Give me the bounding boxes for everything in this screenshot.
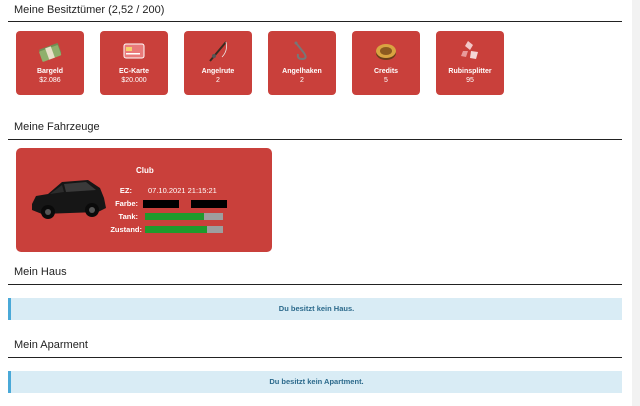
- item-fish-hook[interactable]: Angelhaken 2: [268, 31, 336, 95]
- item-label: Rubinsplitter: [448, 68, 492, 75]
- car-icon: [32, 180, 106, 219]
- ec-card-icon: [123, 43, 145, 59]
- item-value: 2: [300, 77, 304, 84]
- color-label: Farbe:: [115, 199, 138, 208]
- vehicles-divider: [8, 139, 622, 140]
- possessions-divider: [8, 21, 622, 22]
- color-swatch-primary: [143, 200, 179, 208]
- item-label: Bargeld: [36, 68, 64, 75]
- color-swatch-secondary: [191, 200, 227, 208]
- page-scrollbar[interactable]: [632, 0, 640, 406]
- cash-icon: [39, 43, 62, 62]
- item-credits[interactable]: Credits 5: [352, 31, 420, 95]
- item-label: EC-Karte: [119, 68, 149, 75]
- item-label: Credits: [373, 68, 399, 75]
- item-value: $20.000: [121, 77, 147, 84]
- condition-label: Zustand:: [110, 225, 142, 234]
- item-value: 95: [466, 77, 474, 84]
- vehicle-name: Club: [136, 166, 154, 175]
- item-label: Angelrute: [201, 68, 235, 75]
- fish-hook-icon: [294, 41, 307, 61]
- item-ec-card[interactable]: EC-Karte $20.000: [100, 31, 168, 95]
- item-value: 2: [216, 77, 220, 84]
- tank-bar-fill: [145, 213, 204, 220]
- fishing-rod-icon: [209, 41, 227, 62]
- house-divider: [8, 284, 622, 285]
- tank-bar: [145, 213, 223, 220]
- apartment-title: Mein Aparment: [14, 339, 88, 351]
- item-fishing-rod[interactable]: Angelrute 2: [184, 31, 252, 95]
- item-ruby-shards[interactable]: Rubinsplitter 95: [436, 31, 504, 95]
- item-label: Angelhaken: [282, 68, 322, 75]
- possessions-title: Meine Besitztümer (2,52 / 200): [14, 4, 165, 16]
- item-cash[interactable]: Bargeld $2.086: [16, 31, 84, 95]
- vehicle-card[interactable]: Club EZ: 07.10.2021 21:15:21 Farbe: Tank…: [16, 148, 272, 252]
- condition-bar-fill: [145, 226, 208, 233]
- no-house-alert: Du besitzt kein Haus.: [8, 298, 622, 320]
- no-apartment-alert: Du besitzt kein Apartment.: [8, 371, 622, 393]
- tank-label: Tank:: [118, 212, 138, 221]
- item-value: $2.086: [39, 77, 61, 84]
- apartment-divider: [8, 357, 622, 358]
- item-value: 5: [384, 77, 388, 84]
- condition-bar: [145, 226, 223, 233]
- house-title: Mein Haus: [14, 266, 67, 278]
- ez-label: EZ:: [119, 186, 132, 195]
- vehicles-title: Meine Fahrzeuge: [14, 121, 100, 133]
- credits-coin-icon: [376, 44, 396, 60]
- ruby-shards-icon: [461, 41, 478, 59]
- ez-value: 07.10.2021 21:15:21: [148, 186, 217, 195]
